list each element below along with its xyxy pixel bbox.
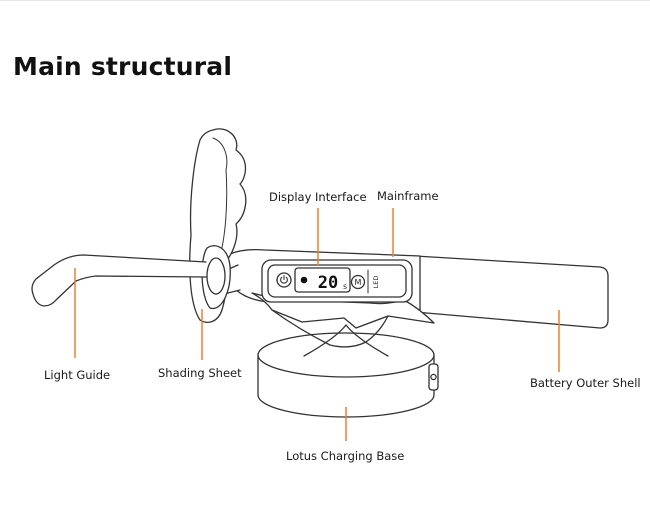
top-divider bbox=[0, 0, 650, 1]
led-label: LED bbox=[372, 276, 380, 289]
timer-unit: S bbox=[343, 284, 347, 291]
mode-key-label: M bbox=[355, 278, 362, 287]
timer-readout: 20 bbox=[318, 273, 338, 293]
leader-lines bbox=[74, 208, 560, 441]
battery-shell bbox=[414, 255, 609, 329]
display-panel bbox=[261, 259, 413, 303]
label-light-guide: Light Guide bbox=[44, 368, 110, 382]
label-battery-outer-shell: Battery Outer Shell bbox=[530, 376, 641, 390]
page-title: Main structural bbox=[13, 52, 233, 81]
status-dot bbox=[300, 276, 308, 284]
label-lotus-charging-base: Lotus Charging Base bbox=[286, 449, 404, 463]
label-shading-sheet: Shading Sheet bbox=[158, 366, 242, 380]
power-icon bbox=[280, 274, 288, 284]
charging-base bbox=[257, 324, 439, 418]
label-display-interface: Display Interface bbox=[269, 190, 367, 204]
shading-sheet bbox=[189, 128, 247, 323]
label-mainframe: Mainframe bbox=[377, 189, 439, 203]
light-guide bbox=[31, 254, 207, 307]
